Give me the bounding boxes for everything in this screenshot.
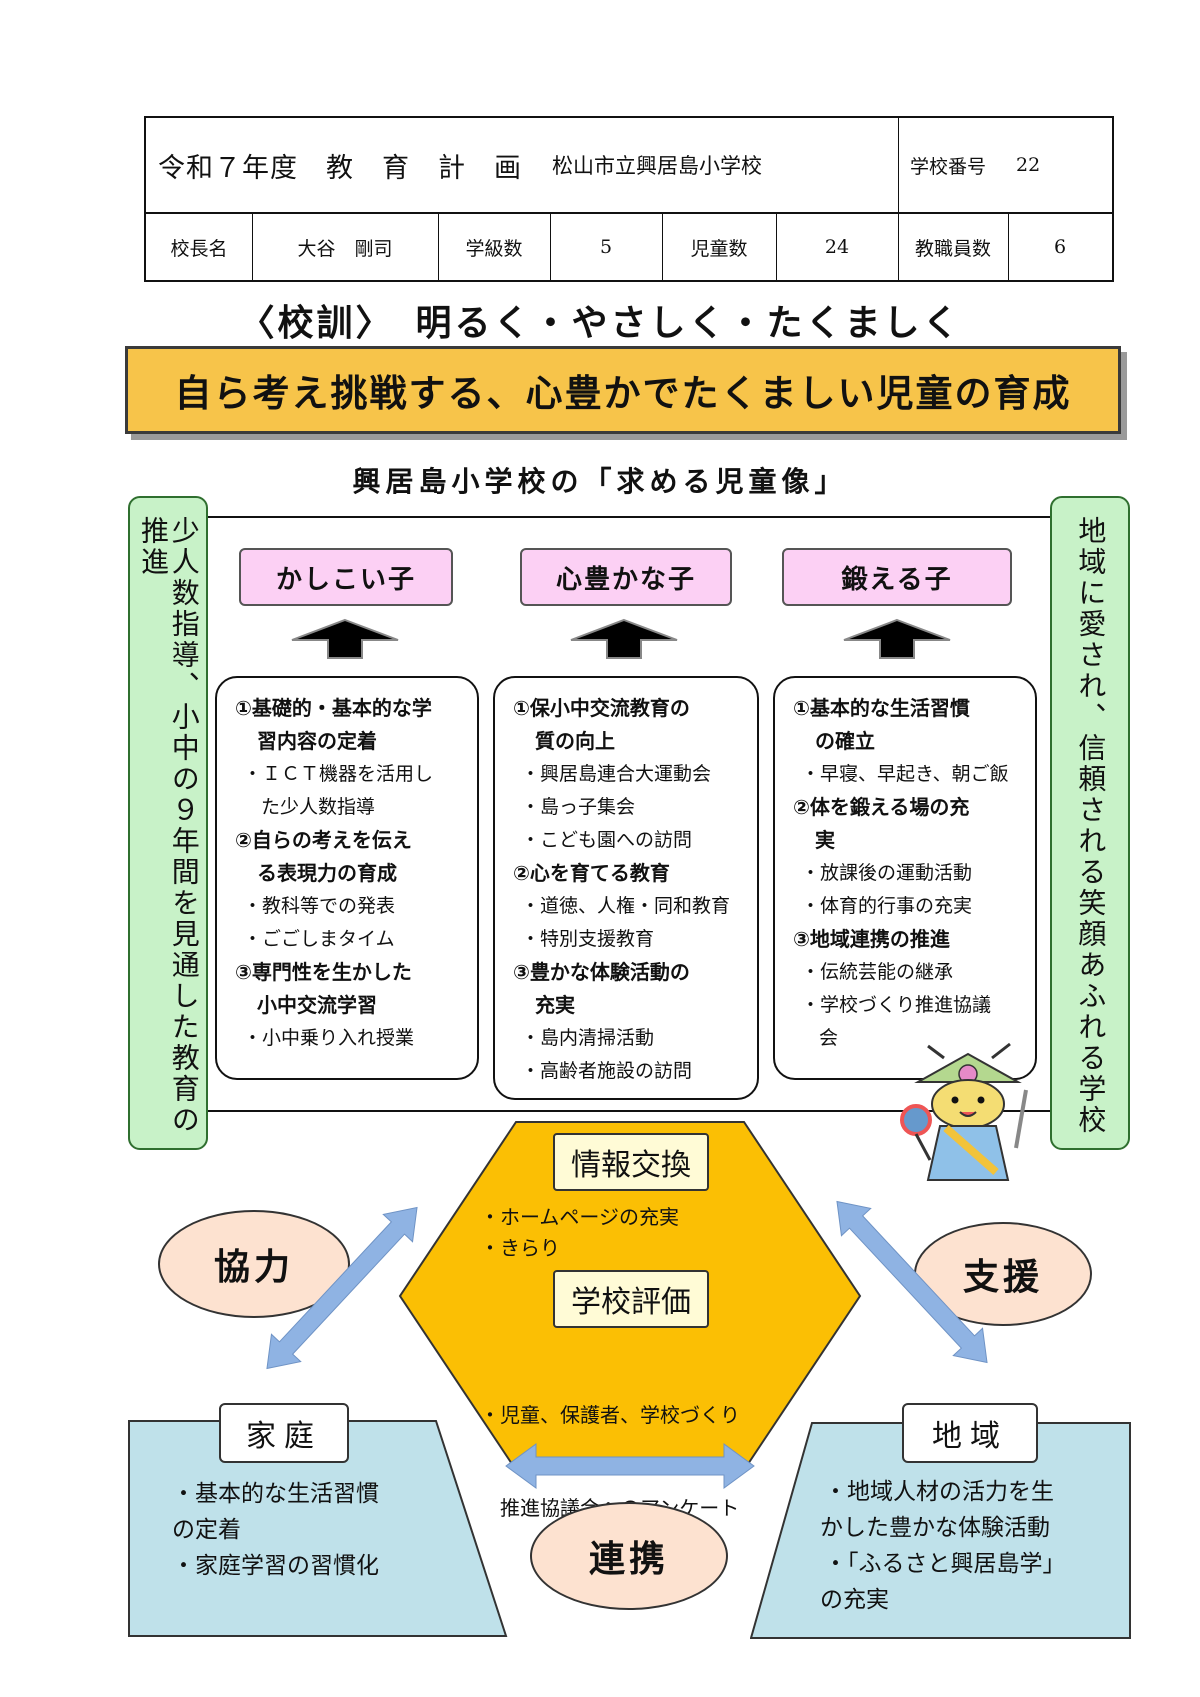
pillar-heading-line: 習内容の定着 (257, 729, 377, 753)
community-item: ・「ふるさと興居島学」 (824, 1551, 1066, 1577)
pillar-bullet-line: ・特別支援教育 (521, 928, 655, 950)
school-motto: 〈校訓〉 明るく・やさしく・たくましく (238, 303, 962, 344)
pillar-heading-line: ①保小中交流教育の (513, 696, 690, 720)
pillar-bullet-line: ・道徳、人権・同和教育 (521, 895, 731, 917)
pillar-bullet-line: ・島内清掃活動 (521, 1027, 655, 1049)
pillar-heading-line: ③地域連携の推進 (793, 927, 950, 951)
plan-title: 令和７年度 教 育 計 画 (158, 152, 522, 184)
pillar-bullet-line: ・早寝、早起き、朝ご飯 (801, 763, 1009, 785)
pillar-bullet-line: ・ＩＣＴ機器を活用し (243, 763, 434, 785)
mascot-character-icon (900, 1042, 1028, 1181)
home-item: ・家庭学習の習慣化 (172, 1553, 379, 1579)
pillar-heading-line: ②自らの考えを伝え (235, 828, 412, 852)
staff-value: 6 (1053, 236, 1067, 258)
pillar-bullet-line: ・学校づくり推進協議 (801, 994, 992, 1016)
students-value: 24 (824, 236, 850, 258)
header-title-cell: 令和７年度 教 育 計 画 松山市立興居島小学校 (146, 118, 896, 212)
pillar-card-strong: ①基本的な生活習慣の確立・早寝、早起き、朝ご飯 ②体を鍛える場の充実・放課後の運動… (773, 676, 1037, 1080)
home-items: ・基本的な生活習慣 の定着 ・家庭学習の習慣化 (172, 1476, 379, 1584)
pillar-heading-line: 質の向上 (535, 729, 615, 753)
community-items: ・地域人材の活力を生 かした豊かな体験活動 ・「ふるさと興居島学」 の充実 (820, 1474, 1066, 1618)
pillar-bullet-line: ・伝統芸能の継承 (801, 961, 954, 983)
pillar-heading-line: ①基礎的・基本的な学 (235, 696, 432, 720)
school-number-cell: 学校番号 22 (898, 118, 1112, 212)
cooperation-oval: 協力 (158, 1210, 350, 1318)
pillar-card-smart: ①基礎的・基本的な学習内容の定着・ＩＣＴ機器を活用した少人数指導 ②自らの考えを伝… (215, 676, 479, 1080)
up-arrow-icon (843, 618, 951, 659)
support-oval: 支援 (914, 1222, 1092, 1326)
pillar-heading-line: る表現力の育成 (257, 861, 397, 885)
evaluation-item: ・児童、保護者、学校づくり (480, 1403, 740, 1427)
pillar-heading-line: 充実 (535, 993, 575, 1017)
right-policy-banner: 地域に愛され、信頼される笑顔あふれる学校 (1050, 496, 1130, 1150)
collaboration-oval: 連携 (530, 1502, 728, 1610)
pillar-heading-line: ①基本的な生活習慣 (793, 696, 970, 720)
info-exchange-label: 情報交換 (553, 1133, 709, 1191)
pillar-heading-line: 小中交流学習 (257, 993, 377, 1017)
community-item: かした豊かな体験活動 (820, 1515, 1050, 1541)
education-goal-banner: 自ら考え挑戦する、心豊かでたくましい児童の育成 (125, 346, 1121, 434)
classes-label: 学級数 (465, 237, 523, 260)
left-policy-text: 少人数指導、小中の９年間を見通した教育の推進 (137, 516, 201, 1136)
staff-label: 教職員数 (914, 237, 991, 260)
school-evaluation-label: 学校評価 (553, 1270, 709, 1328)
pillar-label-smart: かしこい子 (239, 548, 453, 606)
info-item: ・きらり (480, 1236, 560, 1260)
community-item: の充実 (820, 1587, 889, 1613)
home-label: 家庭 (219, 1403, 349, 1463)
school-name: 松山市立興居島小学校 (552, 154, 762, 178)
pillar-bullet-line: ・ごごしまタイム (243, 928, 395, 950)
classes-value: 5 (599, 236, 613, 258)
pillar-bullet-line: ・高齢者施設の訪問 (521, 1060, 693, 1082)
up-arrow-icon (570, 618, 678, 659)
principal-label: 校長名 (170, 237, 228, 260)
pillar-heading-line: ②心を育てる教育 (513, 861, 670, 885)
pillar-label-strong: 鍛える子 (782, 548, 1012, 606)
pillar-heading-line: ③専門性を生かした (235, 960, 412, 984)
pillar-bullet-line: 会 (819, 1027, 839, 1049)
pillar-bullet-line: ・体育的行事の充実 (801, 895, 973, 917)
pillar-heading-line: ②体を鍛える場の充 (793, 795, 970, 819)
header-table: 令和７年度 教 育 計 画 松山市立興居島小学校 学校番号 22 校長名 大谷 … (144, 116, 1114, 282)
info-item: ・ホームページの充実 (480, 1205, 679, 1229)
right-policy-text: 地域に愛され、信頼される笑顔あふれる学校 (1074, 516, 1108, 1136)
left-policy-banner: 少人数指導、小中の９年間を見通した教育の推進 (128, 496, 208, 1150)
home-item: の定着 (172, 1517, 241, 1543)
pillar-label-kind: 心豊かな子 (520, 548, 732, 606)
school-number-label: 学校番号 (910, 155, 987, 178)
students-label: 児童数 (690, 237, 748, 260)
pillar-bullet-line: ・教科等での発表 (243, 895, 396, 917)
pillar-heading-line: 実 (815, 828, 835, 852)
pillar-bullet-line: ・島っ子集会 (521, 796, 636, 818)
home-item: ・基本的な生活習慣 (172, 1481, 379, 1507)
ideal-student-title: 興居島小学校の「求める児童像」 (352, 465, 848, 498)
pillar-bullet-line: ・こども園への訪問 (521, 829, 693, 851)
pillar-heading-line: ③豊かな体験活動の (513, 960, 690, 984)
pillar-bullet-line: ・小中乗り入れ授業 (243, 1027, 415, 1049)
community-label: 地域 (902, 1403, 1038, 1463)
up-arrow-icon (291, 618, 399, 659)
school-number: 22 (1016, 154, 1041, 176)
pillar-heading-line: の確立 (815, 729, 875, 753)
principal-name: 大谷 剛司 (297, 237, 393, 260)
pillar-bullet-line: ・放課後の運動活動 (801, 862, 973, 884)
info-exchange-items: ・ホームページの充実 ・きらり (480, 1202, 679, 1264)
pillar-card-kind: ①保小中交流教育の質の向上・興居島連合大運動会・島っ子集会・こども園への訪問 ②心… (493, 676, 759, 1100)
community-item: ・地域人材の活力を生 (824, 1479, 1054, 1505)
pillar-bullet-line: ・興居島連合大運動会 (521, 763, 712, 785)
pillar-bullet-line: た少人数指導 (261, 796, 376, 818)
